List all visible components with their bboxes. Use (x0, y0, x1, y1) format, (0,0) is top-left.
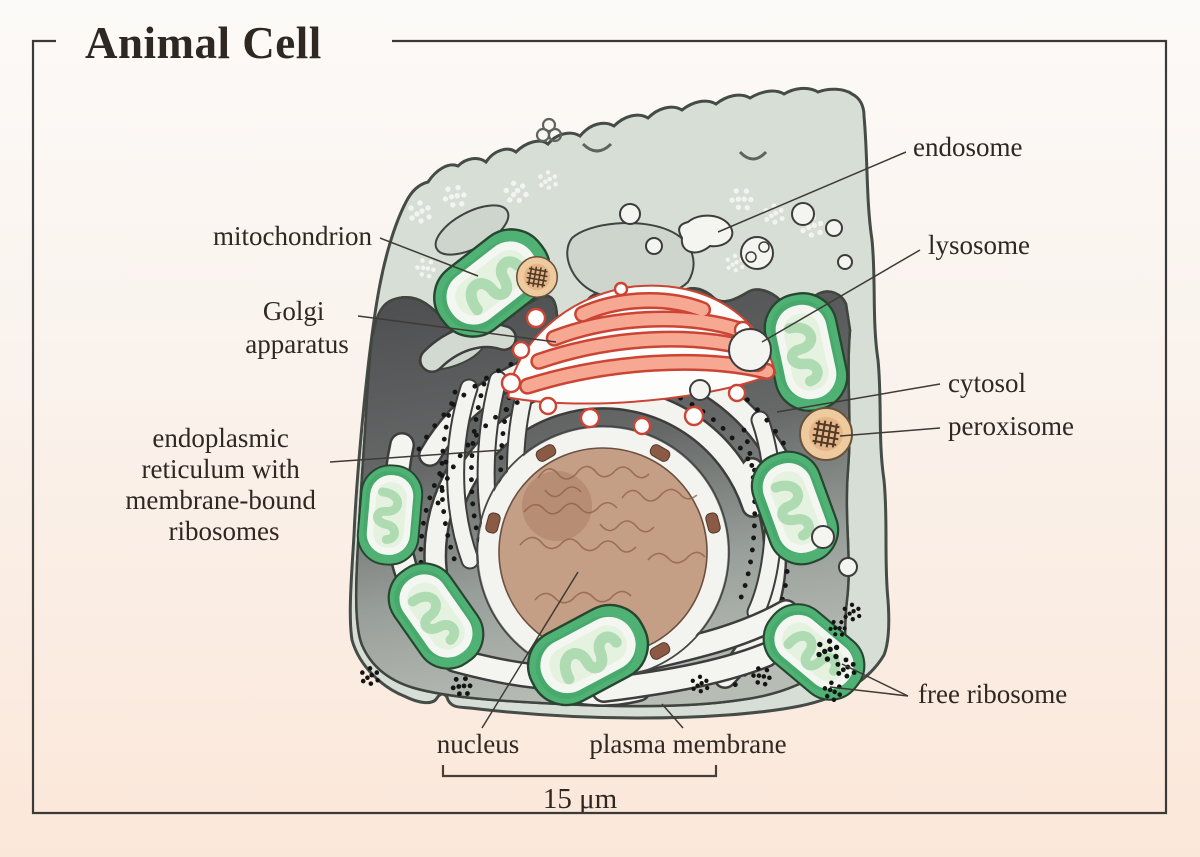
peroxisome-shape (799, 407, 853, 461)
label-nucleus: nucleus (437, 729, 519, 759)
cell-body (348, 86, 891, 718)
label-cytosol: cytosol (948, 368, 1026, 398)
leader-endosome (717, 151, 907, 233)
leader-lines (329, 151, 941, 729)
page-title: Animal Cell (85, 18, 322, 68)
leader-er (329, 449, 503, 463)
endosome-shape (678, 214, 734, 254)
label-golgi-line1: Golgi (263, 296, 325, 326)
label-lysosome: lysosome (928, 230, 1030, 260)
label-er-line3: membrane-bound (125, 485, 316, 515)
leader-mitochondrion (379, 237, 479, 277)
golgi-vesicles (500, 281, 768, 436)
surface-pit-icon (581, 142, 768, 161)
label-golgi-apparatus: Golgi apparatus (245, 296, 348, 359)
scale-bar: 15 μm (441, 765, 718, 815)
label-endoplasmic-reticulum: endoplasmic reticulum with membrane-boun… (125, 423, 322, 546)
labels: endosome lysosome mitochondrion Golgi ap… (125, 132, 1074, 759)
leader-free-ribosome (829, 663, 909, 697)
label-plasma-membrane: plasma membrane (589, 729, 786, 759)
lysosome-shape (728, 328, 772, 372)
multivesicular-body (740, 236, 774, 270)
nucleolus (522, 471, 592, 541)
nuclear-pores (485, 444, 721, 670)
scale-bar-label: 15 μm (543, 783, 618, 815)
peroxisome-shape (515, 255, 559, 299)
leader-cytosol (776, 383, 941, 413)
leader-golgi (357, 315, 557, 343)
label-er-line4: ribosomes (169, 516, 280, 546)
leader-nucleus (481, 571, 579, 729)
vesicles (619, 202, 858, 577)
label-er-line2: reticulum with (142, 454, 301, 484)
label-golgi-line2: apparatus (245, 329, 348, 359)
label-endosome: endosome (913, 132, 1022, 162)
label-mitochondrion: mitochondrion (213, 221, 372, 251)
frame-border (31, 39, 1168, 815)
label-peroxisome: peroxisome (948, 411, 1074, 441)
label-er-line1: endoplasmic (152, 423, 288, 453)
leader-plasma-membrane (661, 703, 684, 729)
scale-bar-bracket (441, 765, 718, 778)
leader-peroxisome (839, 427, 941, 437)
label-free-ribosome: free ribosome (918, 679, 1067, 709)
leader-lysosome (761, 249, 921, 343)
nucleus (476, 425, 730, 679)
mitochondrion-shape (355, 463, 424, 567)
surface-clover-icon (535, 117, 563, 143)
